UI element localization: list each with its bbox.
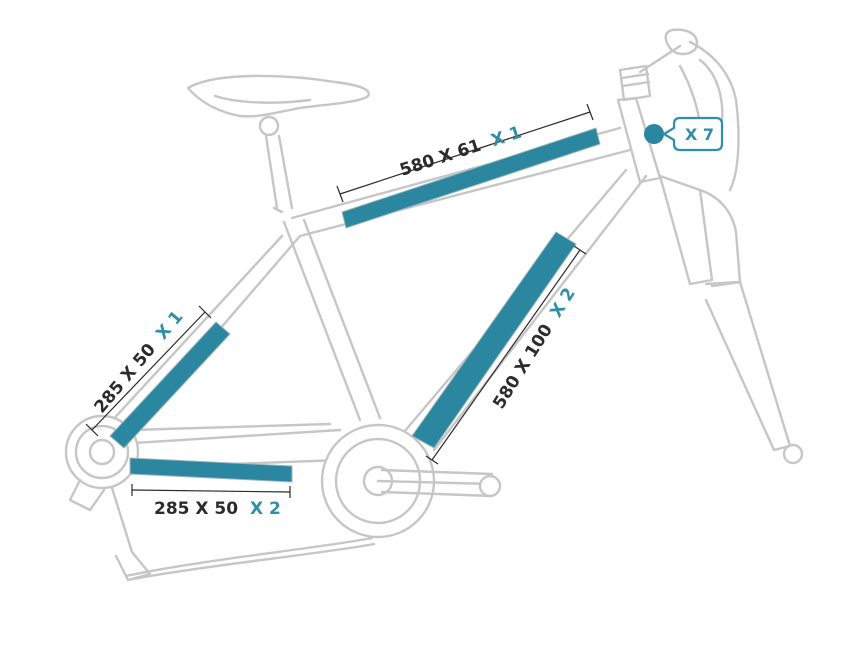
seat-stay-label: 285 X 50 X 1: [91, 307, 188, 417]
chain-stay-qty: X 2: [250, 499, 281, 519]
chain-stay-strip: [129, 457, 293, 483]
chain-stay-size: 285 X 50: [154, 499, 238, 519]
top-tube-qty: X 1: [489, 123, 525, 152]
dot-marker-icon: [644, 124, 664, 144]
fork-outline: [658, 174, 714, 286]
down-tube-strip: [411, 231, 577, 449]
chain-stay-label: 285 X 50 X 2: [154, 499, 281, 519]
dot-marker-badge: X 7: [644, 116, 724, 152]
seat-stay-qty: X 1: [152, 307, 187, 343]
badge-text: X 7: [685, 125, 714, 144]
bike-frame-outline: [64, 28, 804, 582]
badge-callout: [661, 116, 724, 152]
chain: [124, 536, 376, 582]
top-tube-strip: [341, 127, 601, 229]
seat-stay-strip: [109, 321, 231, 449]
protection-strips: [109, 127, 601, 483]
dimension-lines: [85, 103, 594, 498]
rear-derailleur: [68, 478, 152, 582]
seat-tube-outline: [282, 218, 382, 422]
saddle: [186, 74, 370, 118]
